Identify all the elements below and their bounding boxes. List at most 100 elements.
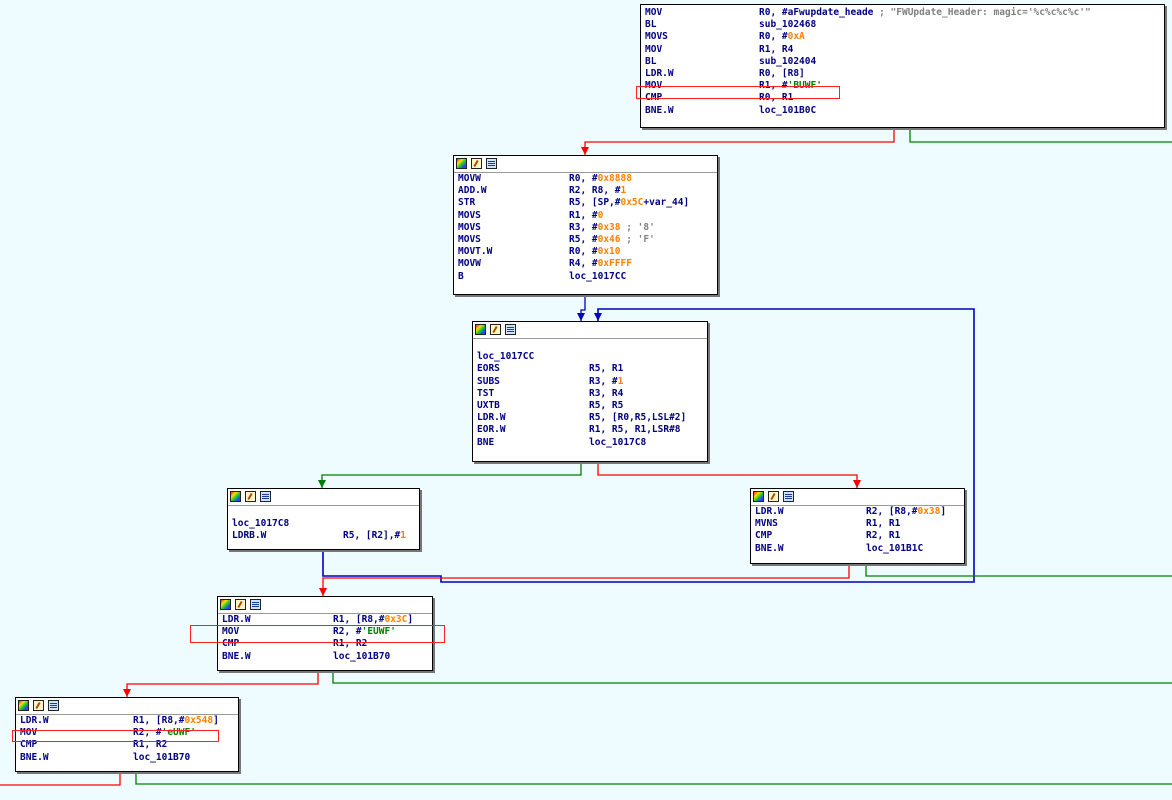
mnemonic: UXTB bbox=[477, 399, 500, 411]
edge-false-node3-node5 bbox=[597, 462, 858, 488]
grid-view-icon[interactable] bbox=[48, 700, 59, 711]
edit-title-icon[interactable] bbox=[768, 491, 779, 502]
edge-loop-back-node4-node3-arrowhead bbox=[594, 313, 602, 321]
immediate-value: 0x5C bbox=[620, 197, 644, 209]
edit-title-icon[interactable] bbox=[235, 599, 246, 610]
blank-line bbox=[475, 339, 705, 351]
operand-text: R4, # bbox=[569, 258, 598, 270]
operand-text: loc_101B70 bbox=[333, 650, 391, 662]
operands: R1, R4 bbox=[759, 44, 793, 56]
mnemonic: MOV bbox=[645, 80, 663, 92]
color-palette-icon[interactable] bbox=[475, 324, 486, 335]
operand-text: R0, R1 bbox=[759, 92, 794, 104]
grid-view-icon[interactable] bbox=[505, 324, 516, 335]
edit-title-icon[interactable] bbox=[245, 491, 256, 502]
mnemonic: MOVS bbox=[458, 209, 481, 221]
string-literal: 'BUWF' bbox=[787, 80, 822, 92]
mnemonic: MOVW bbox=[458, 173, 481, 184]
operands: R1, [R8,#0x3C] bbox=[333, 614, 413, 626]
operand-text: ] bbox=[407, 614, 414, 625]
comment: ; "FWUpdate_Header: magic='%c%c%c%c'" bbox=[873, 7, 1091, 18]
operand-text: R1, # bbox=[569, 209, 598, 221]
color-palette-icon[interactable] bbox=[753, 491, 764, 502]
mnemonic: STR bbox=[458, 197, 476, 209]
operands: R2, #'EUWF' bbox=[333, 626, 396, 638]
operand-text: sub_102468 bbox=[759, 19, 817, 31]
operand-text: loc_101B0C bbox=[759, 104, 817, 116]
node-header bbox=[218, 597, 432, 614]
color-palette-icon[interactable] bbox=[230, 491, 241, 502]
mnemonic: TST bbox=[477, 387, 495, 399]
color-palette-icon[interactable] bbox=[220, 599, 231, 610]
operands: R1, R2 bbox=[133, 739, 167, 751]
operand-text: R2, R1 bbox=[866, 530, 901, 542]
operands: loc_101B1C bbox=[866, 543, 923, 555]
node-header bbox=[751, 489, 964, 506]
edit-title-icon[interactable] bbox=[33, 700, 44, 711]
edit-title-icon[interactable] bbox=[471, 158, 482, 169]
grid-view-icon[interactable] bbox=[260, 491, 271, 502]
operands: loc_101B0C bbox=[759, 105, 816, 117]
instruction-row[interactable]: LDR.W R0, [R8] bbox=[643, 68, 1162, 80]
mnemonic: BNE bbox=[477, 436, 495, 448]
location-label-text[interactable]: loc_1017CC bbox=[477, 351, 535, 363]
immediate-value: 0x46 bbox=[597, 233, 621, 245]
operands: R2, R8, #1 bbox=[569, 185, 626, 197]
color-palette-icon[interactable] bbox=[18, 700, 29, 711]
location-label: loc_1017C8 bbox=[230, 518, 417, 530]
location-label-text[interactable]: loc_1017C8 bbox=[232, 518, 290, 530]
operand-text: R0, [R8] bbox=[759, 67, 805, 79]
mnemonic: LDR.W bbox=[645, 67, 674, 79]
grid-view-icon[interactable] bbox=[783, 491, 794, 502]
color-palette-icon[interactable] bbox=[456, 158, 467, 169]
grid-view-icon[interactable] bbox=[486, 158, 497, 169]
edit-title-icon[interactable] bbox=[490, 324, 501, 335]
grid-view-icon[interactable] bbox=[250, 599, 261, 610]
